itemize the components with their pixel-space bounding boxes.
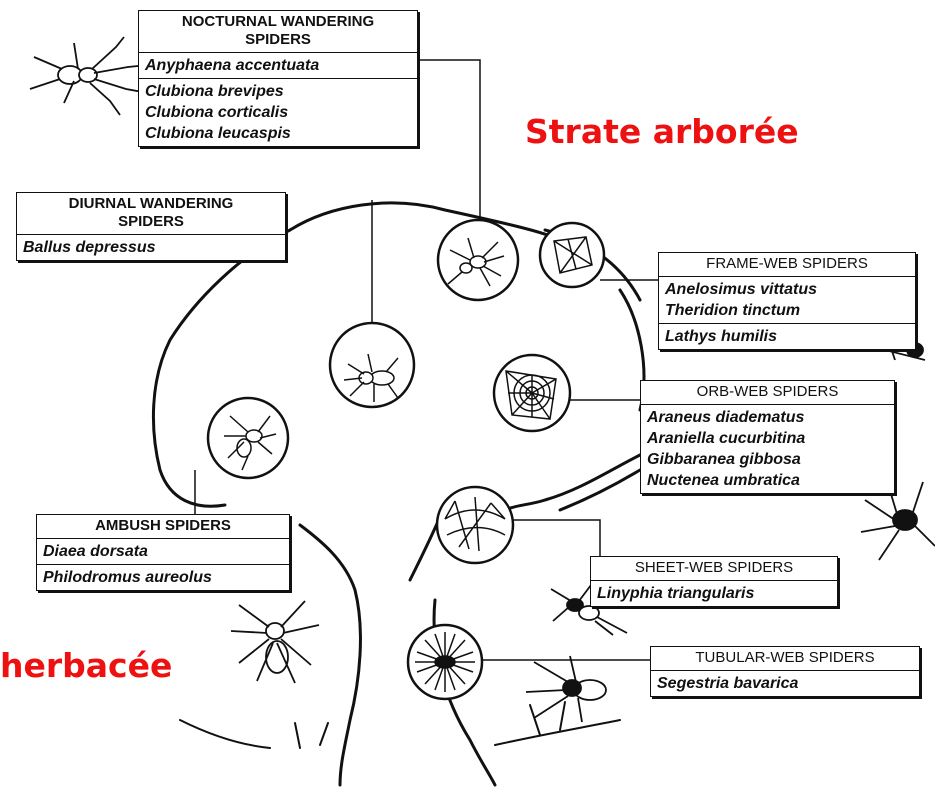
ground-grass xyxy=(180,720,270,748)
title-line: SPIDERS xyxy=(143,31,413,49)
species-name: Diaea dorsata xyxy=(43,541,283,562)
leader-line xyxy=(418,60,480,220)
species-group: Diaea dorsata xyxy=(37,539,289,565)
diurnal-wandering-box: DIURNAL WANDERING SPIDERS Ballus depress… xyxy=(16,192,286,261)
spider-drawing xyxy=(30,37,148,115)
species-name: Theridion tinctum xyxy=(665,300,909,321)
ambush-box: AMBUSH SPIDERS Diaea dorsata Philodromus… xyxy=(36,514,290,591)
species-group: Araneus diadematus Araniella cucurbitina… xyxy=(641,405,894,493)
species-name: Anyphaena accentuata xyxy=(145,55,411,76)
group-title: FRAME-WEB SPIDERS xyxy=(659,253,915,277)
strate-herbacee-label: herbacée xyxy=(0,646,172,685)
species-group: Lathys humilis xyxy=(659,324,915,349)
species-name: Nuctenea umbratica xyxy=(647,470,888,491)
species-name: Araneus diadematus xyxy=(647,407,888,428)
group-title: ORB-WEB SPIDERS xyxy=(641,381,894,405)
species-group: Anelosimus vittatus Theridion tinctum xyxy=(659,277,915,324)
species-group: Clubiona brevipes Clubiona corticalis Cl… xyxy=(139,79,417,146)
species-group: Philodromus aureolus xyxy=(37,565,289,590)
group-title: NOCTURNAL WANDERING SPIDERS xyxy=(139,11,417,53)
nocturnal-wandering-box: NOCTURNAL WANDERING SPIDERS Anyphaena ac… xyxy=(138,10,418,147)
frame-web-box: FRAME-WEB SPIDERS Anelosimus vittatus Th… xyxy=(658,252,916,350)
strate-arboree-label: Strate arborée xyxy=(525,112,799,151)
habitat-circle-diurnal xyxy=(330,323,414,407)
title-line: SPIDERS xyxy=(21,213,281,231)
orb-web-box: ORB-WEB SPIDERS Araneus diadematus Arani… xyxy=(640,380,895,494)
title-line: DIURNAL WANDERING xyxy=(21,195,281,213)
species-name: Clubiona brevipes xyxy=(145,81,411,102)
species-name: Segestria bavarica xyxy=(657,673,913,694)
group-title: DIURNAL WANDERING SPIDERS xyxy=(17,193,285,235)
group-title: SHEET-WEB SPIDERS xyxy=(591,557,837,581)
canopy-outline xyxy=(290,203,560,240)
tree-trunk xyxy=(300,525,360,785)
title-line: NOCTURNAL WANDERING xyxy=(143,13,413,31)
group-title: AMBUSH SPIDERS xyxy=(37,515,289,539)
sheet-web-box: SHEET-WEB SPIDERS Linyphia triangularis xyxy=(590,556,838,607)
spider-drawing xyxy=(526,656,606,722)
species-name: Ballus depressus xyxy=(23,237,279,258)
species-name: Lathys humilis xyxy=(665,326,909,347)
ground-grass xyxy=(295,723,328,748)
tubular-web-box: TUBULAR-WEB SPIDERS Segestria bavarica xyxy=(650,646,920,697)
ground-grass xyxy=(530,702,565,735)
species-group: Segestria bavarica xyxy=(651,671,919,696)
species-group: Ballus depressus xyxy=(17,235,285,260)
species-name: Anelosimus vittatus xyxy=(665,279,909,300)
species-group: Linyphia triangularis xyxy=(591,581,837,606)
group-title: TUBULAR-WEB SPIDERS xyxy=(651,647,919,671)
leader-line xyxy=(510,520,600,560)
ground-grass xyxy=(495,720,620,745)
species-name: Clubiona leucaspis xyxy=(145,123,411,144)
species-name: Araniella cucurbitina xyxy=(647,428,888,449)
species-name: Gibbaranea gibbosa xyxy=(647,449,888,470)
spider-drawing xyxy=(231,601,319,683)
species-name: Clubiona corticalis xyxy=(145,102,411,123)
species-name: Philodromus aureolus xyxy=(43,567,283,588)
species-name: Linyphia triangularis xyxy=(597,583,831,604)
species-group: Anyphaena accentuata xyxy=(139,53,417,79)
